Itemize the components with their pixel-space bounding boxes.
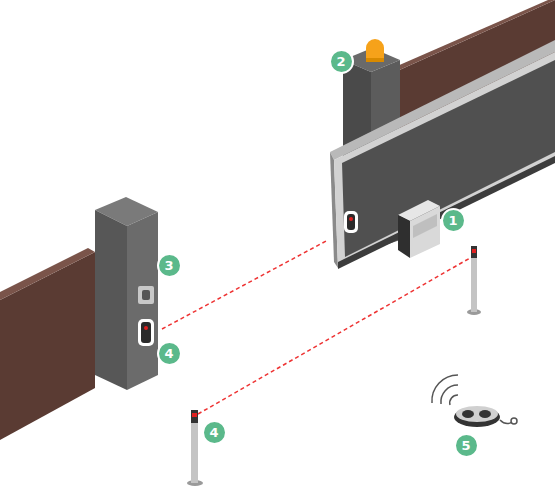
- callout-circle: 1: [441, 208, 466, 233]
- left-wall-top: [0, 248, 95, 300]
- motor-front: [410, 206, 440, 258]
- flashing-lamp: [366, 39, 384, 58]
- callout-number: 3: [164, 259, 173, 272]
- post-photocell: [191, 410, 198, 423]
- gate-panel: [342, 60, 555, 257]
- post-photocell: [471, 246, 477, 258]
- remote-button: [479, 410, 491, 418]
- callout-number: 1: [448, 214, 457, 227]
- motor-cover: [413, 214, 437, 238]
- remote-top: [456, 406, 498, 422]
- callout-number: 2: [336, 55, 345, 68]
- signal-wave: [450, 395, 458, 405]
- gate-reflector: [347, 214, 355, 230]
- key-slot: [142, 290, 150, 300]
- post-light: [472, 249, 476, 253]
- left-wall: [0, 252, 95, 440]
- motor-side: [398, 215, 410, 258]
- post-light: [192, 413, 197, 417]
- callout-number: 4: [209, 426, 218, 439]
- photocell-beam: [198, 258, 470, 414]
- photocell-frame: [138, 319, 154, 346]
- left-pillar-front: [127, 212, 158, 390]
- remote-button: [462, 410, 474, 418]
- callout-number: 4: [164, 347, 173, 360]
- remote-control: [454, 407, 500, 427]
- pillar-photocell: [141, 322, 151, 343]
- photocell-beam: [162, 240, 328, 329]
- gate-reflector-frame: [344, 211, 358, 233]
- photocell-post: [471, 252, 477, 312]
- remote-ring: [500, 420, 512, 424]
- reflector-light: [349, 217, 353, 221]
- gate-bottom-rail: [338, 156, 555, 269]
- signal-wave: [432, 375, 458, 403]
- photocell-light: [144, 326, 148, 330]
- left-pillar-left: [95, 210, 127, 390]
- remote-ring: [511, 418, 517, 424]
- callout-circle: 2: [329, 49, 354, 74]
- callout-number: 5: [461, 439, 470, 452]
- callout-circle: 4: [202, 420, 227, 445]
- photocell-post: [191, 418, 198, 483]
- key-selector: [138, 286, 154, 304]
- signal-wave: [441, 385, 458, 404]
- gate-frame: [334, 52, 555, 268]
- callout-circle: 4: [157, 341, 182, 366]
- callout-circle: 5: [454, 433, 479, 458]
- callout-circle: 3: [157, 253, 182, 278]
